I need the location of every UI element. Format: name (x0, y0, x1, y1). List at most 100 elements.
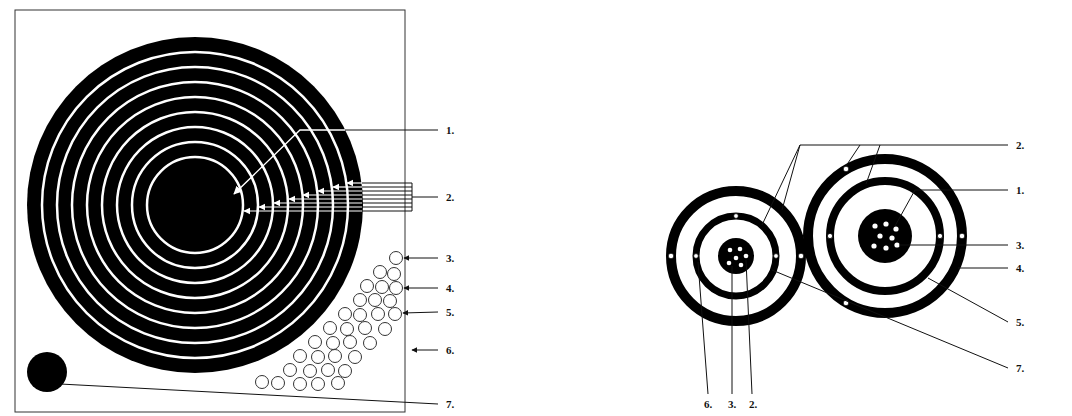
strand-ring (117, 127, 273, 283)
sheath-marker (843, 166, 849, 172)
filler-strand (374, 266, 387, 279)
sheath-marker (937, 233, 942, 238)
filler-strand (344, 336, 357, 349)
leader-line (404, 288, 438, 289)
leader-line (412, 350, 438, 351)
filler-strand (312, 351, 325, 364)
leader-line (362, 211, 412, 212)
callout-number: 4. (1015, 262, 1025, 274)
filler-strand (369, 294, 382, 307)
strand-dot (739, 263, 744, 268)
strand-dot (871, 243, 876, 248)
callout-number: 7. (1015, 362, 1025, 374)
sheath-marker (798, 253, 804, 259)
filler-strand (309, 336, 322, 349)
callout-number: 5. (1015, 316, 1025, 328)
strand-dot (883, 221, 888, 226)
callout-number: 2. (1015, 139, 1025, 151)
strand-ring (57, 67, 333, 343)
leader-arrow (259, 206, 362, 207)
leader-line (746, 260, 752, 394)
leader-line (362, 195, 412, 196)
leader-lines (698, 145, 1008, 394)
strand-dot (738, 247, 743, 252)
leader-arrow (333, 186, 362, 187)
sheath-marker (959, 233, 965, 239)
strand-dot (872, 223, 877, 228)
leader-line (958, 268, 1008, 269)
filler-strand (327, 337, 340, 350)
sheath-marker (668, 253, 674, 259)
callout-number: 3. (727, 398, 737, 410)
earth-conductor (27, 352, 67, 392)
strand-dot (893, 226, 898, 231)
strand-ring (147, 157, 243, 253)
filler-strand (339, 365, 352, 378)
filler-strand (341, 323, 354, 336)
strand-dot (883, 245, 888, 250)
leader-line (362, 199, 412, 200)
strand-ring (102, 112, 288, 298)
filler-strands (256, 252, 403, 391)
leader-lines (60, 258, 438, 404)
filler-strand (390, 282, 403, 295)
leader-arrow (274, 202, 362, 203)
strand-dots (727, 221, 900, 267)
leader-line (732, 266, 733, 394)
filler-strand (364, 337, 377, 350)
filler-strand (390, 252, 403, 265)
filler-strand (339, 308, 352, 321)
strand-rings (42, 52, 348, 358)
filler-strand (332, 377, 345, 390)
leader-arrow (318, 190, 362, 191)
callout-number: 4. (445, 282, 455, 294)
leader-bundle (362, 183, 438, 211)
leader-arrow (289, 198, 362, 199)
sheath-marker (734, 214, 739, 219)
callout-number: 6. (445, 344, 455, 356)
housing-outline (15, 10, 405, 412)
filler-strand (312, 378, 325, 391)
leader-line (362, 207, 412, 208)
strand-dot (734, 256, 739, 261)
leader-arrow (347, 182, 362, 183)
leader-line (895, 190, 1008, 226)
filler-strand (354, 294, 367, 307)
strand-dot (889, 235, 894, 240)
filler-strand (376, 281, 389, 294)
outer-sheath (808, 159, 962, 313)
strand-dot (728, 248, 733, 253)
leader-line (899, 245, 1008, 246)
filler-strand (354, 309, 367, 322)
leader-line (928, 278, 1008, 322)
filler-strand (359, 322, 372, 335)
leader-line (362, 203, 412, 204)
conductor-core (718, 238, 754, 274)
inner-sheath (696, 216, 776, 296)
strand-dot (877, 233, 882, 238)
leader-line (412, 197, 438, 198)
leader-line (60, 384, 438, 404)
leader-line (782, 145, 1008, 210)
filler-strand (384, 295, 397, 308)
leader-line (234, 130, 345, 194)
leader-arrow (244, 210, 362, 211)
leader-line (362, 183, 412, 184)
leader-line (772, 270, 1008, 368)
strand-ring (42, 52, 348, 358)
leader-arrows (244, 183, 362, 211)
leader-line (362, 191, 412, 192)
strand-ring (132, 142, 258, 268)
filler-strand (329, 350, 342, 363)
outer-sheath (671, 191, 801, 321)
inner-sheath (830, 181, 940, 291)
leader-line (866, 145, 880, 184)
callout-number: 6. (703, 398, 713, 410)
leader-line (403, 312, 438, 313)
filler-strand (272, 377, 285, 390)
strand-ring (87, 97, 303, 313)
filler-strand (294, 350, 307, 363)
strand-dot (727, 261, 732, 266)
leader-line (404, 258, 438, 259)
